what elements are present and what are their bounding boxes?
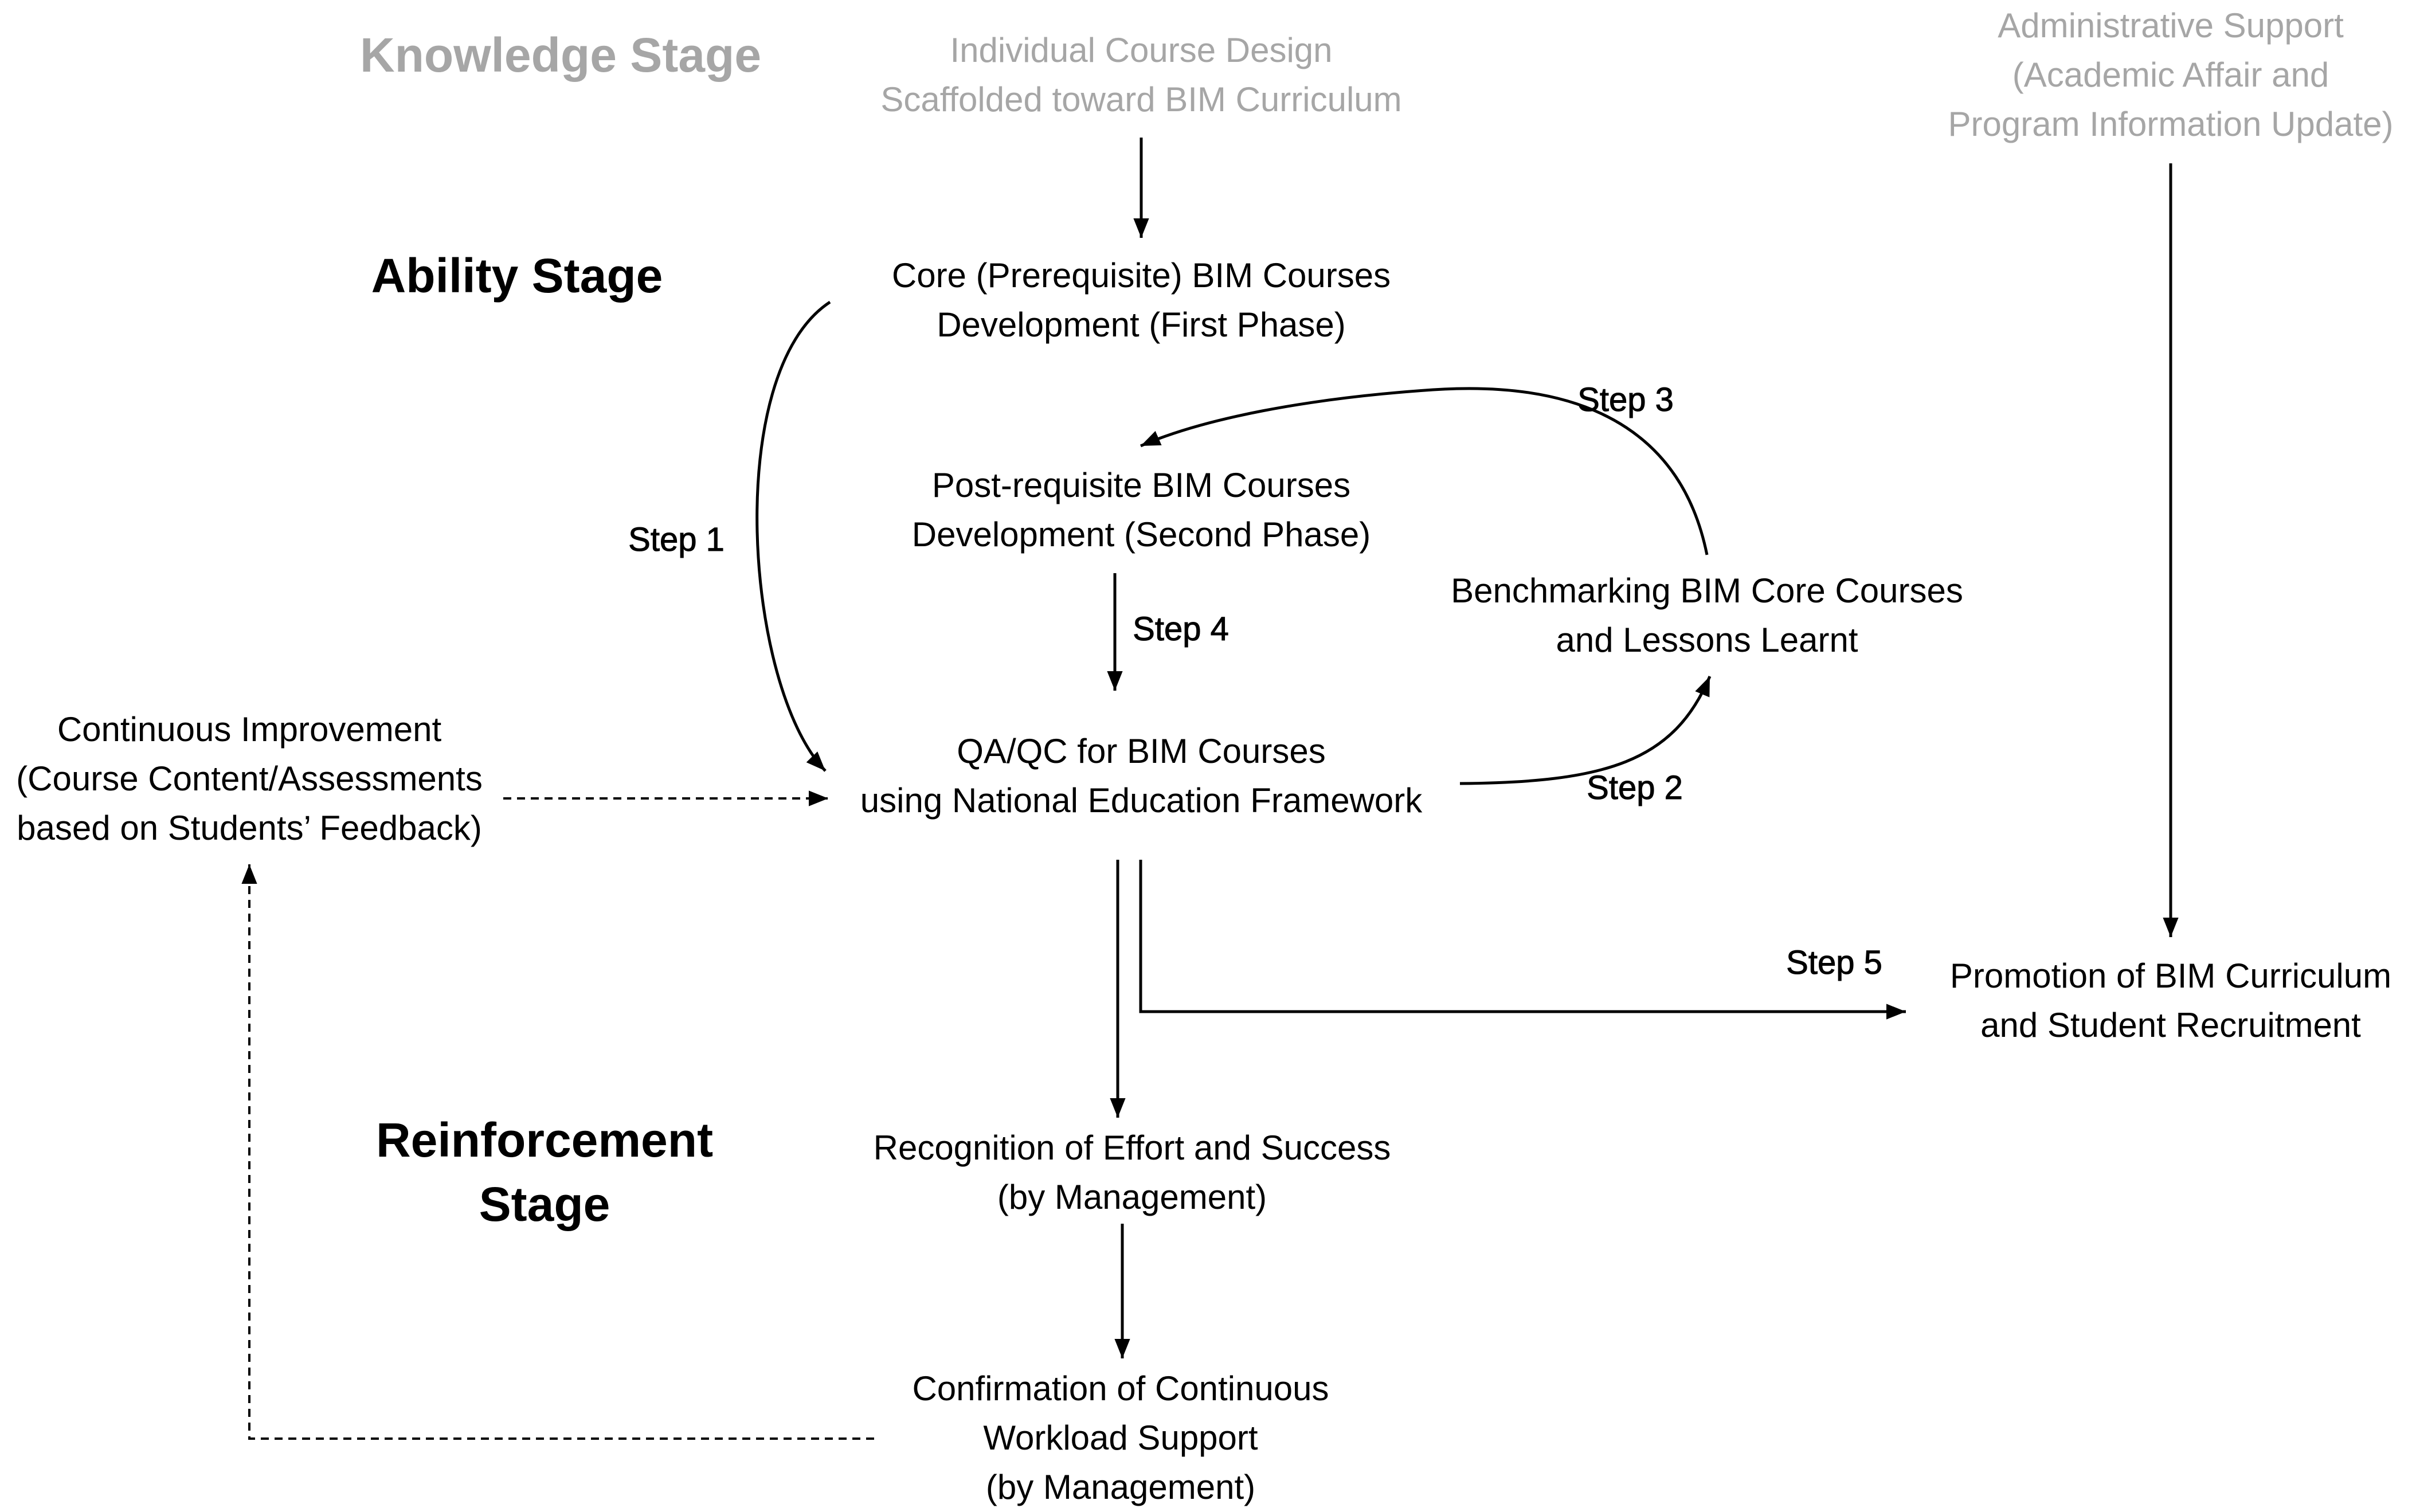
confirmation-node: Confirmation of Continuous Workload Supp… (912, 1369, 1329, 1506)
recognition-node: Recognition of Effort and Success (by Ma… (873, 1129, 1391, 1216)
arrow-step5-qaqc-to-promotion (1139, 860, 1906, 1020)
reinforcement-stage-heading: Reinforcement Stage (375, 1113, 714, 1231)
arrow-confirmation-to-improvement (241, 864, 874, 1440)
step-3-label: Step 3 (1577, 381, 1674, 419)
individual-course-design-node: Individual Course Design Scaffolded towa… (880, 31, 1402, 119)
arrow-step2-qaqc-to-benchmark (1459, 676, 1712, 785)
step-2-label: Step 2 (1587, 769, 1683, 807)
arrow-step3-benchmark-to-post (1140, 387, 1709, 555)
ability-stage-heading: Ability Stage (371, 249, 663, 303)
qa-qc-node: QA/QC for BIM Courses using National Edu… (860, 732, 1423, 820)
benchmarking-node: Benchmarking BIM Core Courses and Lesson… (1451, 571, 1963, 659)
step-5-label: Step 5 (1786, 944, 1883, 982)
core-courses-node: Core (Prerequisite) BIM Courses Developm… (891, 256, 1391, 344)
knowledge-stage-heading: Knowledge Stage (359, 28, 762, 82)
step-4-label: Step 4 (1133, 610, 1230, 648)
administrative-support-node: Administrative Support (Academic Affair … (1948, 6, 2394, 143)
post-requisite-courses-node: Post-requisite BIM Courses Development (… (911, 466, 1371, 554)
promotion-node: Promotion of BIM Curriculum and Student … (1949, 957, 2392, 1044)
arrow-step1-core-to-qaqc (755, 300, 831, 772)
step-1-label: Step 1 (628, 521, 725, 559)
continuous-improvement-node: Continuous Improvement (Course Content/A… (16, 710, 483, 847)
